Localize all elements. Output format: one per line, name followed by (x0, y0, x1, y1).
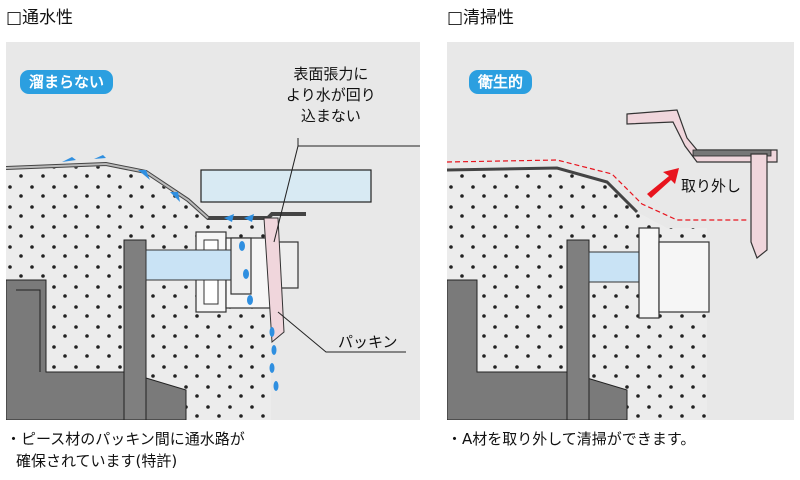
water-drop-icon (62, 155, 279, 391)
surface-tension-line-2: より水が回り (286, 86, 376, 104)
water-flow-illustration (6, 138, 420, 420)
nut (230, 237, 252, 295)
water-flow-diagram: 溜まらない 表面張力に より水が回り 込まない パッキン (6, 42, 420, 420)
right-caption: ・A材を取り外して清掃ができます。 (447, 428, 695, 450)
gasket (263, 217, 285, 344)
no-pooling-badge: 溜まらない (20, 70, 114, 94)
surface-tension-line-1: 表面張力に (293, 65, 369, 83)
left-caption-line-1: ・ピース材のパッキン間に通水路が (6, 430, 245, 448)
right-caption-line-1: ・A材を取り外して清掃ができます。 (447, 430, 696, 448)
left-title-text: □通水性 (6, 8, 74, 28)
post-block (123, 239, 147, 420)
left-caption-line-2: 確保されています(特許) (16, 452, 178, 470)
glass-panel (200, 169, 372, 203)
surface-tension-line-3: 込まない (300, 107, 361, 125)
red-arrow-icon (647, 168, 679, 198)
right-title-text: □清掃性 (447, 8, 515, 28)
right-section-title: □清掃性 (447, 8, 514, 28)
left-caption: ・ピース材のパッキン間に通水路が 確保されています(特許) (6, 428, 245, 472)
hygienic-badge: 衛生的 (469, 70, 533, 94)
remove-label: 取り外し (681, 177, 742, 195)
cleaning-diagram: 衛生的 取り外し (447, 42, 794, 420)
dashed-removed-outline (447, 159, 747, 221)
packing-label: パッキン (338, 333, 398, 351)
cleaning-illustration (447, 109, 778, 420)
left-section-title: □通水性 (6, 8, 73, 28)
surface-tension-label: 表面張力に より水が回り 込まない (286, 64, 376, 127)
